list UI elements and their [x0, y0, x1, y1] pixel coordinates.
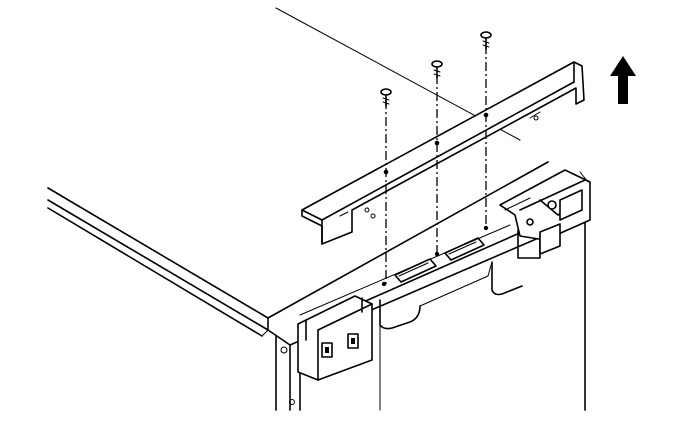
side-panel [47, 7, 521, 337]
screw-icon [380, 88, 392, 107]
mounting-slots [381, 225, 489, 287]
screw-icon [480, 31, 492, 50]
arrow-up-icon [610, 56, 636, 104]
top-bracket [301, 61, 585, 245]
latch-left [297, 295, 373, 381]
hinge-right [499, 169, 591, 259]
screw-guide-lines [385, 45, 487, 284]
screw-icon [431, 60, 443, 79]
